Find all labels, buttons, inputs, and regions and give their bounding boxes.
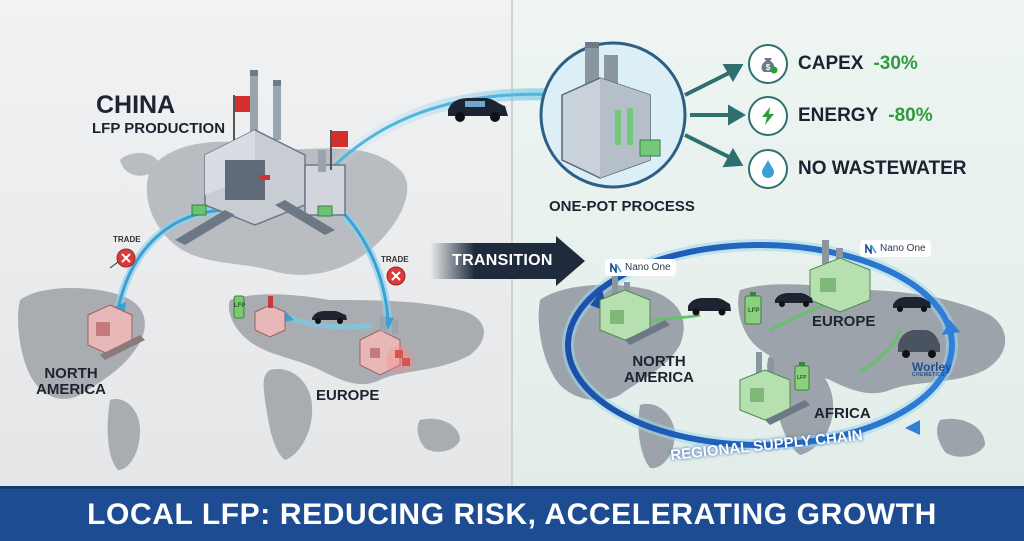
nano-one-mark-icon <box>865 243 877 254</box>
africa-factory-icon <box>739 352 810 425</box>
transition-label: TRANSITION <box>452 252 553 269</box>
battery-icon-right-1 <box>744 292 762 325</box>
region-label-europe-right: EUROPE <box>812 313 876 330</box>
benefit-capex: $ CAPEX -30% <box>748 44 918 84</box>
region-label-africa: AFRICA <box>814 405 871 422</box>
region-label-north-america-right: NORTH AMERICA <box>624 353 694 386</box>
benefit-wastewater: NO WASTEWATER <box>748 149 967 189</box>
benefit-energy-value: -80% <box>888 105 933 126</box>
battery-icon-right-2 <box>794 362 810 391</box>
car-icon <box>448 98 508 122</box>
one-pot-process-icon <box>539 41 687 189</box>
benefit-wastewater-label: NO WASTEWATER <box>798 158 967 179</box>
china-flag-icon <box>233 95 348 170</box>
nano-one-logo-1: Nano One <box>860 240 931 257</box>
nano-one-text-1: Nano One <box>880 243 926 254</box>
supply-chain-ring <box>562 239 960 451</box>
worley-logo: Worley CHEMETICS <box>912 360 952 379</box>
transition-banner <box>430 243 558 279</box>
lfp-battery-tag-right-1: LFP <box>748 308 760 314</box>
svg-text:$: $ <box>766 63 771 72</box>
north-america-factory-icon <box>87 304 145 360</box>
trade-label-1: TRADE <box>113 235 141 244</box>
nano-one-mark-icon <box>610 262 622 273</box>
china-factory-icon <box>175 70 346 245</box>
europe-car-icon <box>312 311 347 324</box>
lightning-icon <box>748 96 788 136</box>
region-label-north-america-left: NORTH AMERICA <box>36 365 106 398</box>
worley-subtext: CHEMETICS <box>912 372 946 379</box>
benefit-arrows <box>684 64 746 168</box>
one-pot-process-label: ONE-POT PROCESS <box>549 198 695 215</box>
north-america-factory-icon-right <box>599 275 670 345</box>
worley-text: Worley <box>912 360 952 374</box>
nano-one-text-2: Nano One <box>625 262 671 273</box>
illustration <box>18 41 1006 470</box>
region-label-europe-left: EUROPE <box>316 387 380 404</box>
benefit-energy-label: ENERGY <box>798 105 879 126</box>
benefit-capex-label: CAPEX <box>798 53 864 74</box>
trade-blocked-icon-1 <box>109 248 136 269</box>
europe-factory-icon-left <box>233 295 286 338</box>
footer-banner: LOCAL LFP: REDUCING RISK, ACCELERATING G… <box>0 486 1024 541</box>
lfp-battery-tag-left: LFP <box>234 303 246 309</box>
benefit-energy: ENERGY -80% <box>748 96 933 136</box>
china-title: CHINA <box>96 91 176 119</box>
trade-label-2: TRADE <box>381 255 409 264</box>
nano-one-logo-2: Nano One <box>605 259 676 276</box>
lfp-battery-tag-right-2: LFP <box>797 375 807 381</box>
trade-blocked-icon-2 <box>386 266 406 286</box>
money-bag-icon: $ <box>748 44 788 84</box>
north-america-car-icon-right <box>688 298 731 316</box>
footer-headline: LOCAL LFP: REDUCING RISK, ACCELERATING G… <box>87 498 937 531</box>
europe-factory-icon-right <box>809 240 871 313</box>
europe-cars-icon-right <box>775 293 940 358</box>
benefit-capex-value: -30% <box>873 53 918 74</box>
asia-factory-icon <box>359 316 414 376</box>
china-subtitle: LFP PRODUCTION <box>92 120 226 137</box>
water-drop-icon <box>748 149 788 189</box>
